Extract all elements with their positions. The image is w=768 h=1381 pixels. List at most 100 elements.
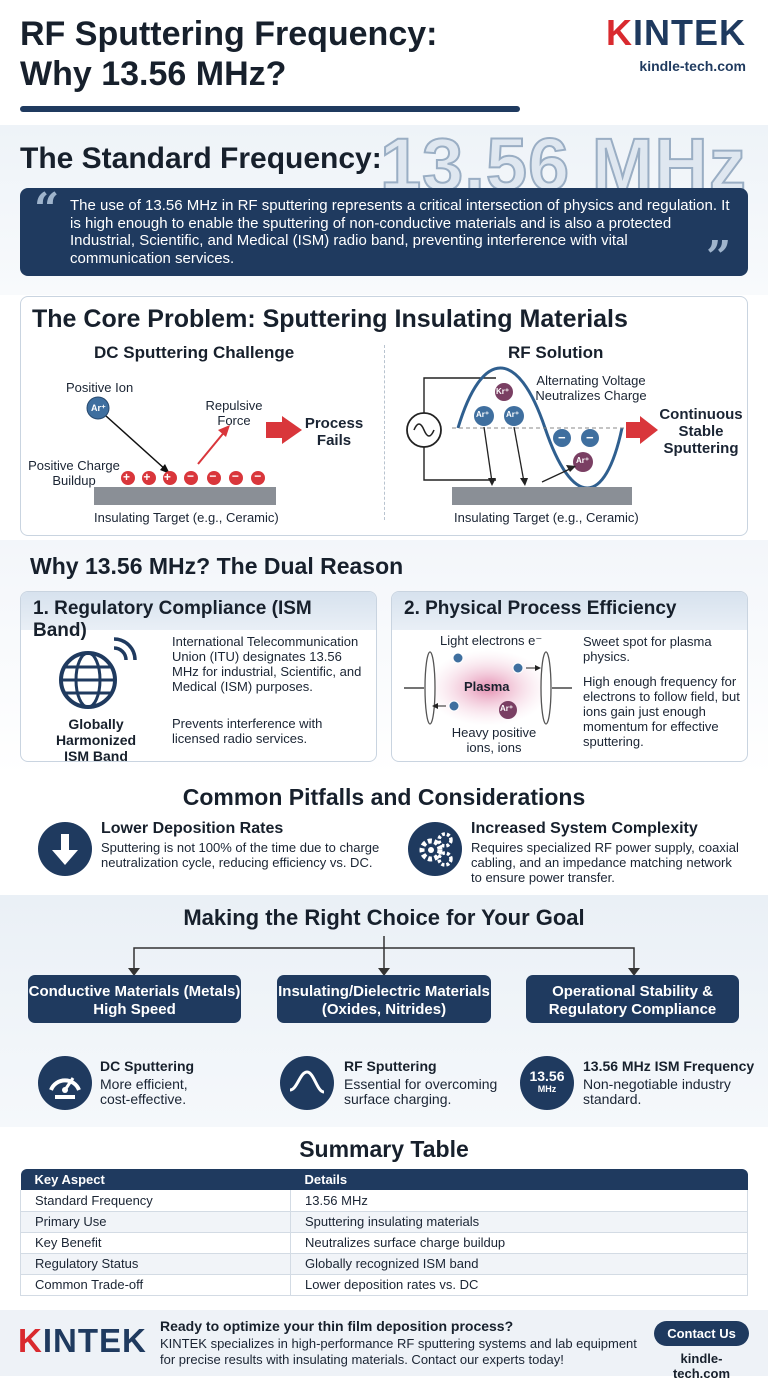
quote-text: The use of 13.56 MHz in RF sputtering re… xyxy=(70,197,730,267)
quote-box xyxy=(20,188,748,276)
goal-1-line-2: High Speed xyxy=(93,1001,176,1018)
regulatory-text-1: International Telecommunication Union (I… xyxy=(172,634,362,694)
dc-ion-path xyxy=(105,415,167,471)
plus-1: + xyxy=(123,470,144,484)
rf-ion-1 xyxy=(474,406,494,426)
table-cell: Lower deposition rates vs. DC xyxy=(290,1274,748,1296)
footer-logo-k: K xyxy=(18,1322,43,1359)
choice-connectors xyxy=(128,936,640,976)
footer-logo-rest: INTEK xyxy=(42,1322,147,1359)
heavy-ions-label: Heavy positive ions, ions xyxy=(446,725,542,755)
header-key-aspect: Key Aspect xyxy=(20,1169,291,1190)
logo-k: K xyxy=(606,12,633,53)
process-fails-label: Process Fails xyxy=(300,415,368,449)
dc-ion-icon xyxy=(86,396,110,420)
rf-kr-ion xyxy=(495,383,513,401)
table-cell: Neutralizes surface charge buildup xyxy=(290,1232,748,1254)
kintek-logo[interactable]: KINTEK xyxy=(606,12,746,54)
electron-3 xyxy=(448,700,460,712)
plasma-label: Plasma xyxy=(464,679,510,694)
goal-2-line-1: Insulating/Dielectric Materials xyxy=(278,983,490,1000)
close-quote-icon: ” xyxy=(706,232,732,283)
contact-us-button[interactable]: Contact Us xyxy=(654,1321,749,1346)
footer-site-link[interactable]: kindle-tech.com xyxy=(672,1351,731,1381)
table-cell: 13.56 MHz xyxy=(290,1190,748,1212)
kr-ion-symbol: Kr⁺ xyxy=(496,387,510,396)
globe-caption-2: ISM Band xyxy=(64,748,128,764)
charge-buildup-label: Positive Charge Buildup xyxy=(22,458,126,488)
physics-title: 2. Physical Process Efficiency xyxy=(392,592,747,630)
fail-text-1: Process xyxy=(304,415,364,432)
repulsion-arrow xyxy=(197,429,227,465)
footer-headline: Ready to optimize your thin film deposit… xyxy=(160,1318,514,1334)
success-arrow-body xyxy=(626,422,642,438)
rf-ion-2 xyxy=(504,406,524,426)
alt-text-2: Neutralizes Charge xyxy=(535,388,647,403)
goal-2-line-2: (Oxides, Nitrides) xyxy=(321,1001,447,1018)
minus-4: − xyxy=(254,469,277,483)
heavy-text-2: ions, ions xyxy=(466,740,522,755)
header-details: Details xyxy=(290,1169,748,1190)
success-text-1: Continuous xyxy=(659,406,743,423)
minus-1: − xyxy=(187,469,210,483)
physics-text-2: High enough frequency for electrons to f… xyxy=(583,674,740,749)
goal-2-text-2: surface charging. xyxy=(344,1091,452,1107)
dc-ion-symbol: Ar⁺ xyxy=(91,403,106,413)
table-cell: Standard Frequency xyxy=(20,1190,291,1212)
goal-pill-stability[interactable]: Operational Stability & Regulatory Compl… xyxy=(526,975,739,1023)
goal-1-text-1: More efficient, xyxy=(100,1076,188,1092)
continuous-sputtering-label: Continuous Stable Sputtering xyxy=(658,406,744,457)
rf-ion-symbol-3: Ar⁺ xyxy=(576,456,590,465)
title-line-1: RF Sputtering Frequency: xyxy=(20,15,438,53)
goal-pill-insulating[interactable]: Insulating/Dielectric Materials (Oxides,… xyxy=(277,975,491,1023)
alt-text-1: Alternating Voltage xyxy=(536,373,646,388)
footer-body: KINTEK specializes in high-performance R… xyxy=(160,1336,637,1367)
plasma-ion-symbol: Ar⁺ xyxy=(500,704,514,713)
goal-3-text-1: Non-negotiable industry xyxy=(583,1076,731,1092)
globe-caption: Globally Harmonized ISM Band xyxy=(30,716,162,764)
regulatory-text-2: Prevents interference with licensed radi… xyxy=(172,716,323,746)
positive-ion-label: Positive Ion xyxy=(66,380,134,395)
site-link[interactable]: kindle-tech.com xyxy=(639,58,746,74)
goal-2-title: RF Sputtering xyxy=(344,1058,437,1074)
goal-3-line-2: Regulatory Compliance xyxy=(548,1001,717,1018)
fail-text-2: Fails xyxy=(316,432,352,449)
goal-1-line-1: Conductive Materials (Metals) xyxy=(28,983,241,1000)
success-text-3: Sputtering xyxy=(663,440,739,457)
rf-wire-top xyxy=(423,377,496,413)
badge-unit: MHz xyxy=(537,1084,557,1094)
rf-electron-2 xyxy=(581,429,599,447)
dc-target xyxy=(94,487,276,505)
globe-caption-1: Globally Harmonized xyxy=(55,716,137,748)
core-problem-title: The Core Problem: Sputtering Insulating … xyxy=(32,305,628,333)
goal-1-title: DC Sputtering xyxy=(100,1058,195,1074)
pitfall-1-title: Lower Deposition Rates xyxy=(101,820,284,837)
summary-title: Summary Table xyxy=(299,1136,469,1162)
repulsive-force-label: Repulsive Force xyxy=(196,398,272,428)
electron-2 xyxy=(512,662,524,674)
table-cell: Regulatory Status xyxy=(20,1253,291,1275)
repulsive-text: Repulsive xyxy=(205,398,263,413)
goal-pill-conductive[interactable]: Conductive Materials (Metals) High Speed xyxy=(28,975,241,1023)
title-line-2: Why 13.56 MHz? xyxy=(20,55,287,93)
rf-electron-1 xyxy=(553,429,571,447)
regulatory-title: 1. Regulatory Compliance (ISM Band) xyxy=(21,592,376,641)
plus-3: + xyxy=(163,470,185,484)
force-text: Force xyxy=(217,413,251,428)
table-header-row: Key Aspect Details xyxy=(20,1169,748,1190)
rf-ion-3 xyxy=(573,452,593,472)
page-title: RF Sputtering Frequency: Why 13.56 MHz? xyxy=(20,14,560,94)
electron-1 xyxy=(452,652,464,664)
rf-target xyxy=(452,487,632,505)
goal-1-text: More efficient, cost-effective. xyxy=(100,1077,188,1107)
success-text-2: Stable xyxy=(678,423,724,440)
why-title: Why 13.56 MHz? The Dual Reason xyxy=(30,553,404,579)
footer-logo[interactable]: KINTEK xyxy=(18,1322,147,1360)
table-cell: Primary Use xyxy=(20,1211,291,1233)
goal-3-text-2: standard. xyxy=(583,1091,642,1107)
sine-wave-icon xyxy=(280,1056,334,1110)
goal-3-line-1: Operational Stability & xyxy=(552,983,713,1000)
